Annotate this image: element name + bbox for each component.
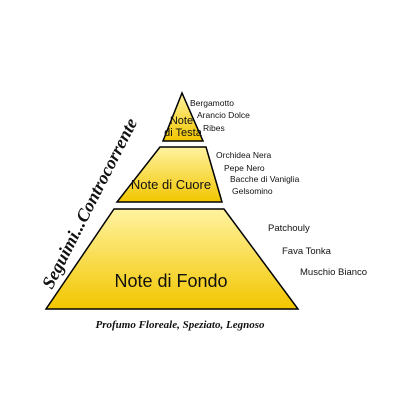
tier-bottom-note: Patchouly [268, 223, 310, 234]
caption: Profumo Floreale, Speziato, Legnoso [96, 319, 265, 331]
tier-top-note: Ribes [203, 123, 225, 133]
tier-top-label: Note di Testa [164, 115, 203, 139]
tier-bottom-note: Muschio Bianco [300, 267, 367, 278]
tier-middle-note: Pepe Nero [224, 163, 265, 173]
tier-bottom-shape [44, 208, 300, 310]
tier-top-label-line1: Note [170, 115, 193, 127]
tier-middle-note: Bacche di Vaniglia [230, 174, 300, 184]
tier-top-note: Arancio Dolce [197, 110, 250, 120]
tier-middle-shape [115, 146, 223, 203]
tier-bottom-note: Fava Tonka [282, 246, 332, 257]
tier-top-note: Bergamotto [190, 98, 234, 108]
tier-middle-note: Gelsomino [232, 186, 273, 196]
tier-top-label-line2: di Testa [164, 127, 203, 139]
tier-middle-label: Note di Cuore [131, 177, 211, 192]
tier-bottom: Note di Fondo Patchouly Fava Tonka Musch… [44, 208, 367, 310]
tier-middle-note: Orchidea Nera [216, 150, 272, 160]
tier-bottom-label: Note di Fondo [114, 271, 227, 291]
tier-top-shape [161, 91, 205, 142]
tier-top: Note di Testa Bergamotto Arancio Dolce R… [161, 91, 250, 142]
tier-middle: Note di Cuore Orchidea Nera Pepe Nero Ba… [115, 146, 300, 203]
